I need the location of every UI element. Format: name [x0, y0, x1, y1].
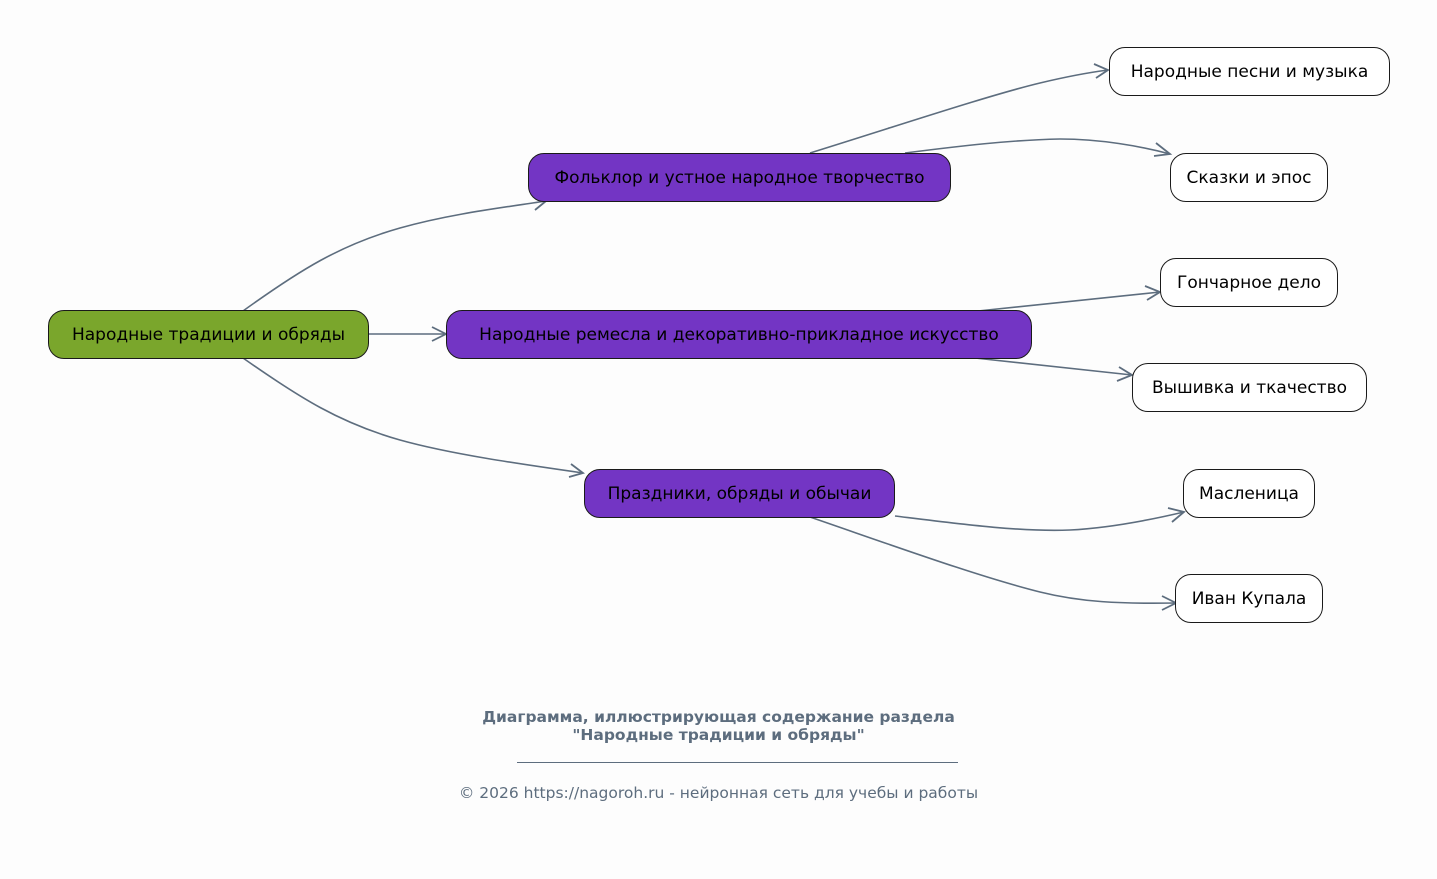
diagram-caption: Диаграмма, иллюстрирующая содержание раз… [0, 708, 1437, 744]
edge-crafts-to-pottery [977, 291, 1161, 312]
node-branch-holidays[interactable]: Праздники, обряды и обычаи [584, 469, 895, 518]
caption-line-2: "Народные традиции и обряды" [572, 726, 865, 744]
edge-root-to-holidays [242, 357, 584, 474]
node-branch-crafts[interactable]: Народные ремесла и декоративно-прикладно… [446, 310, 1032, 359]
arrowhead-tales [1153, 142, 1173, 157]
caption-line-1: Диаграмма, иллюстрирующая содержание раз… [482, 708, 955, 726]
arrowhead-maslenitsa [1167, 507, 1186, 523]
edge-crafts-to-embroidery [974, 357, 1133, 376]
node-root-folk-traditions[interactable]: Народные традиции и обряды [48, 310, 369, 359]
edge-holidays-to-kupala [809, 516, 1177, 605]
arrowhead-songs [1093, 63, 1110, 79]
node-branch-folklore[interactable]: Фольклор и устное народное творчество [528, 153, 951, 202]
node-leaf-maslenitsa[interactable]: Масленица [1183, 469, 1315, 518]
node-leaf-embroidery[interactable]: Вышивка и ткачество [1132, 363, 1367, 412]
node-leaf-songs[interactable]: Народные песни и музыка [1109, 47, 1390, 96]
edge-holidays-to-maslenitsa [894, 511, 1185, 532]
copyright-footer: © 2026 https://nagoroh.ru - нейронная се… [458, 784, 979, 802]
node-leaf-tales[interactable]: Сказки и эпос [1170, 153, 1328, 202]
node-leaf-kupala[interactable]: Иван Купала [1175, 574, 1323, 623]
node-leaf-pottery[interactable]: Гончарное дело [1160, 258, 1338, 307]
edge-folklore-to-songs [809, 69, 1109, 154]
edge-folklore-to-tales [904, 138, 1171, 155]
caption-divider [517, 762, 958, 763]
edge-root-to-folklore [242, 200, 547, 312]
arrowhead-holidays [568, 463, 585, 478]
